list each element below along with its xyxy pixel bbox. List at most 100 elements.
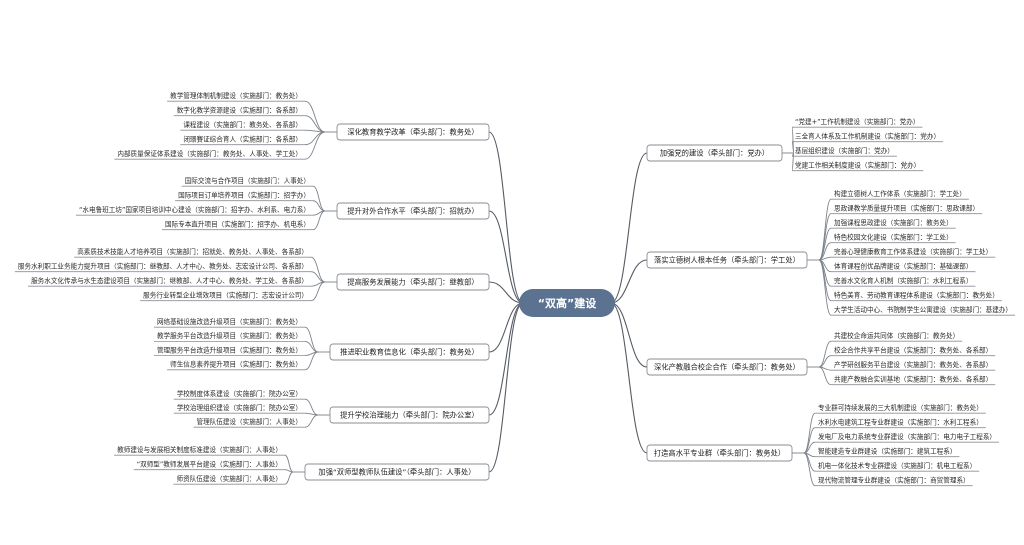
leaf-label: 网络基础设施改造升级项目（实施部门：教务处） bbox=[157, 317, 302, 326]
leaf-node[interactable]: 高素质技术技能人才培养项目（实施部门：招就处、教务处、人事处、各系部） bbox=[77, 247, 308, 256]
leaf-node[interactable]: 完善水文化育人机制（实施部门：水利工程系） bbox=[834, 276, 972, 285]
leaf-node[interactable]: 服务水文化传承与水生态建设项目（实施部门：继教部、人才中心、教务处、学工处、各系… bbox=[31, 276, 308, 285]
leaf-node[interactable]: 教师建设与发展相关制度标准建设（实施部门：人事处） bbox=[117, 445, 282, 454]
leaf-node[interactable]: 现代物流管理专业群建设（实施部门：商贸管理系） bbox=[818, 476, 970, 485]
leaf-node[interactable]: 师资队伍建设（实施部门：人事处） bbox=[177, 474, 283, 483]
root-to-branch-connector bbox=[488, 302, 524, 353]
leaf-label: 服务水文化传承与水生态建设项目（实施部门：继教部、人才中心、教务处、学工处、各系… bbox=[31, 276, 308, 285]
branch-layer: 深化教育教学改革（牵头部门：教务处） 教学管理体制机制建设（实施部门：教务处） 数字… bbox=[14, 91, 1016, 487]
branch-label: 加强“双师型教师队伍建设”（牵头部门：人事处） bbox=[318, 468, 475, 477]
leaf-node[interactable]: 国际交流与合作项目（实施部门：人事处） bbox=[185, 176, 310, 185]
leaf-node[interactable]: 服务行业转型企业增效项目（实施部门：志宏设计公司） bbox=[143, 291, 308, 300]
leaf-label: 学校制度体系建设（实施部门：院办公室） bbox=[177, 389, 302, 398]
branch-node[interactable]: 深化教育教学改革（牵头部门：教务处） bbox=[336, 123, 490, 141]
leaf-node[interactable]: 校企合作共享平台建设（实施部门：教务处、各系部） bbox=[834, 346, 992, 355]
leaf-node[interactable]: 教学管理体制机制建设（实施部门：教务处） bbox=[170, 91, 302, 100]
leaf-label: 发电厂及电力系统专业群建设（实施部门：电力电子工程系） bbox=[818, 432, 996, 441]
leaf-node[interactable]: 学校治理组织建设（实施部门：院办公室） bbox=[177, 403, 302, 412]
leaf-label: 大学生活动中心、书院制学生公寓建设（实施部门：基建办） bbox=[834, 305, 1012, 314]
branch-to-leaf-connector bbox=[304, 131, 326, 160]
leaf-node[interactable]: 智能建造专业群建设（实施部门：建筑工程系） bbox=[818, 447, 956, 456]
leaf-node[interactable]: 课程建设（实施部门：教务处、各系部） bbox=[183, 120, 302, 129]
leaf-node[interactable]: 加强课程思政建设（实施部门：教务处） bbox=[834, 218, 953, 227]
leaf-label: 闭環賽证综合育人（实施部门：各系部） bbox=[183, 135, 302, 144]
leaf-label: 课程建设（实施部门：教务处、各系部） bbox=[183, 120, 302, 129]
leaf-label: 共建产教融合实训基地（实施部门：教务处、各系部） bbox=[834, 375, 992, 384]
branch-node[interactable]: 提升学校治理能力（牵头部门：院办公室） bbox=[329, 406, 490, 424]
leaf-node[interactable]: 服务水利职工业务能力提升项目（实施部门：继教部、人才中心、教务处、志宏设计公司、… bbox=[18, 262, 308, 271]
branch-to-leaf-connector bbox=[284, 471, 294, 485]
leaf-node[interactable]: 特色校园文化建设（实施部门：学工处） bbox=[834, 233, 953, 242]
branch-node[interactable]: 落实立德树人根本任务（牵头部门：学工处） bbox=[646, 251, 808, 269]
leaf-node[interactable]: 管理服务平台改造升级项目（实施部门：教务处） bbox=[157, 345, 302, 354]
branch-to-leaf-connector bbox=[304, 115, 326, 133]
leaf-node[interactable]: “党建+”工作机制建设（实施部门：党办） bbox=[795, 117, 919, 126]
branch-to-leaf-connector bbox=[310, 256, 326, 283]
branch-to-leaf-connector bbox=[312, 185, 326, 212]
leaf-node[interactable]: 师生信息素养提升项目（实施部门：教务处） bbox=[170, 360, 302, 369]
branch-node[interactable]: 深化产教融合校企合作（牵头部门：教务处） bbox=[646, 358, 808, 376]
leaf-node[interactable]: 共建校企命运共同体（实施部门：教务处） bbox=[834, 331, 959, 340]
leaf-label: 校企合作共享平台建设（实施部门：教务处、各系部） bbox=[834, 346, 992, 355]
leaf-node[interactable]: “水电鲁班工坊”国家项目培训中心建设（实施部门：招字办、水利系、电力系） bbox=[79, 205, 310, 214]
leaf-label: 特色校园文化建设（实施部门：学工处） bbox=[834, 233, 953, 242]
branch-label: 推进职业教育信息化（牵头部门：教务处） bbox=[340, 348, 479, 357]
leaf-node[interactable]: 学校制度体系建设（实施部门：院办公室） bbox=[177, 389, 302, 398]
leaf-node[interactable]: 水利水电建筑工程专业群建设（实施部门：水利工程系） bbox=[818, 418, 983, 427]
branch-to-leaf-connector bbox=[304, 398, 319, 416]
root-node[interactable]: “双高”建设 bbox=[519, 289, 615, 317]
leaf-node[interactable]: 基层组织建设（实施部门：党办） bbox=[795, 146, 894, 155]
leaf-node[interactable]: “双师型”教师发展平台建设（实施部门：人事处） bbox=[137, 460, 282, 469]
leaf-label: 国际交流与合作项目（实施部门：人事处） bbox=[185, 176, 310, 185]
leaf-node[interactable]: 教学服务平台改造升级项目（实施部门：教务处） bbox=[157, 331, 302, 340]
leaf-node[interactable]: 体育课程创优品牌建设（实施部门：基础课部） bbox=[834, 262, 972, 271]
branch-label: 提升对外合作水平（牵头部门：招就办） bbox=[347, 207, 478, 216]
leaf-label: 管理队伍建设（实施部门：人事处） bbox=[197, 417, 303, 426]
leaf-node[interactable]: 管理队伍建设（实施部门：人事处） bbox=[197, 417, 303, 426]
branch-to-leaf-connector bbox=[818, 340, 832, 368]
leaf-node[interactable]: 专业群可持续发展的三大机制建设（实施部门：教务处） bbox=[818, 403, 983, 412]
leaf-node[interactable]: 大学生活动中心、书院制学生公寓建设（实施部门：基建办） bbox=[834, 305, 1012, 314]
leaf-node[interactable]: 国际项目订单培养项目（实施部门：招字办） bbox=[178, 191, 310, 200]
branch-node[interactable]: 提升对外合作水平（牵头部门：招就办） bbox=[336, 202, 490, 220]
branch-to-leaf-connector bbox=[304, 414, 319, 428]
branch-label: 落实立德树人根本任务（牵头部门：学工处） bbox=[654, 256, 800, 265]
leaf-label: 智能建造专业群建设（实施部门：建筑工程系） bbox=[818, 447, 956, 456]
leaf-node[interactable]: 完善心理健康教育工作体系建设（实施部门：学工处） bbox=[834, 247, 992, 256]
root-to-branch-connector bbox=[610, 152, 648, 304]
leaf-node[interactable]: 党建工作相关制度建设（实施部门：党办） bbox=[795, 161, 920, 170]
root-connectors bbox=[488, 131, 648, 473]
leaf-node[interactable]: 机电一体化技术专业群建设（实施部门：机电工程系） bbox=[818, 461, 976, 470]
root-bubble bbox=[519, 289, 615, 317]
branch-node[interactable]: 提高服务发展能力（牵头部门：继教部） bbox=[336, 273, 490, 291]
leaf-label: 服务水利职工业务能力提升项目（实施部门：继教部、人才中心、教务处、志宏设计公司、… bbox=[18, 262, 308, 271]
leaf-label: 教学服务平台改造升级项目（实施部门：教务处） bbox=[157, 331, 302, 340]
branch-node[interactable]: 打造高水平专业群（牵头部门：教务处） bbox=[646, 444, 793, 462]
branch-label: 打造高水平专业群（牵头部门：教务处） bbox=[654, 449, 785, 458]
branch-node[interactable]: 推进职业教育信息化（牵头部门：教务处） bbox=[329, 343, 490, 361]
branch-to-leaf-connector bbox=[310, 281, 326, 302]
leaf-label: 专业群可持续发展的三大机制建设（实施部门：教务处） bbox=[818, 403, 983, 412]
leaf-node[interactable]: 网络基础设施改造升级项目（实施部门：教务处） bbox=[157, 317, 302, 326]
leaf-label: 高素质技术技能人才培养项目（实施部门：招就处、教务处、人事处、各系部） bbox=[77, 247, 308, 256]
leaf-node[interactable]: 闭環賽证综合育人（实施部门：各系部） bbox=[183, 135, 302, 144]
leaf-node[interactable]: 三全育人体系及工作机制建设（实施部门：党办） bbox=[795, 132, 940, 141]
branch-label: 深化产教融合校企合作（牵头部门：教务处） bbox=[654, 363, 800, 372]
leaf-label: 产学研创服务平台建设（实施部门：教务处、各系部） bbox=[834, 360, 992, 369]
branch-node[interactable]: 加强“双师型教师队伍建设”（牵头部门：人事处） bbox=[304, 463, 490, 481]
leaf-node[interactable]: 国际专本直升项目（实施部门：招字办、机电系） bbox=[165, 220, 310, 229]
leaf-label: 现代物流管理专业群建设（实施部门：商贸管理系） bbox=[818, 476, 970, 485]
leaf-node[interactable]: 思政课教学质量提升项目（实施部门：思政课部） bbox=[834, 204, 979, 213]
leaf-node[interactable]: 数字化教学资源建设（实施部门：各系部） bbox=[177, 106, 302, 115]
leaf-node[interactable]: 发电厂及电力系统专业群建设（实施部门：电力电子工程系） bbox=[818, 432, 996, 441]
leaf-node[interactable]: 内部质量保证体系建设（实施部门：教务处、人事处、学工处） bbox=[117, 149, 302, 158]
branch-node[interactable]: 加强党的建设（牵头部门：党办） bbox=[646, 144, 783, 162]
leaf-label: 构建立德树人工作体系（实施部门：学工处） bbox=[834, 189, 966, 198]
leaf-node[interactable]: 产学研创服务平台建设（实施部门：教务处、各系部） bbox=[834, 360, 992, 369]
leaf-node[interactable]: 特色美育、劳动教育课程体系建设（实施部门：教务处） bbox=[834, 291, 999, 300]
root-label: “双高”建设 bbox=[538, 296, 597, 310]
leaf-label: 教学管理体制机制建设（实施部门：教务处） bbox=[170, 91, 302, 100]
leaf-node[interactable]: 构建立德树人工作体系（实施部门：学工处） bbox=[834, 189, 966, 198]
leaf-label: 教师建设与发展相关制度标准建设（实施部门：人事处） bbox=[117, 445, 282, 454]
leaf-node[interactable]: 共建产教融合实训基地（实施部门：教务处、各系部） bbox=[834, 375, 992, 384]
